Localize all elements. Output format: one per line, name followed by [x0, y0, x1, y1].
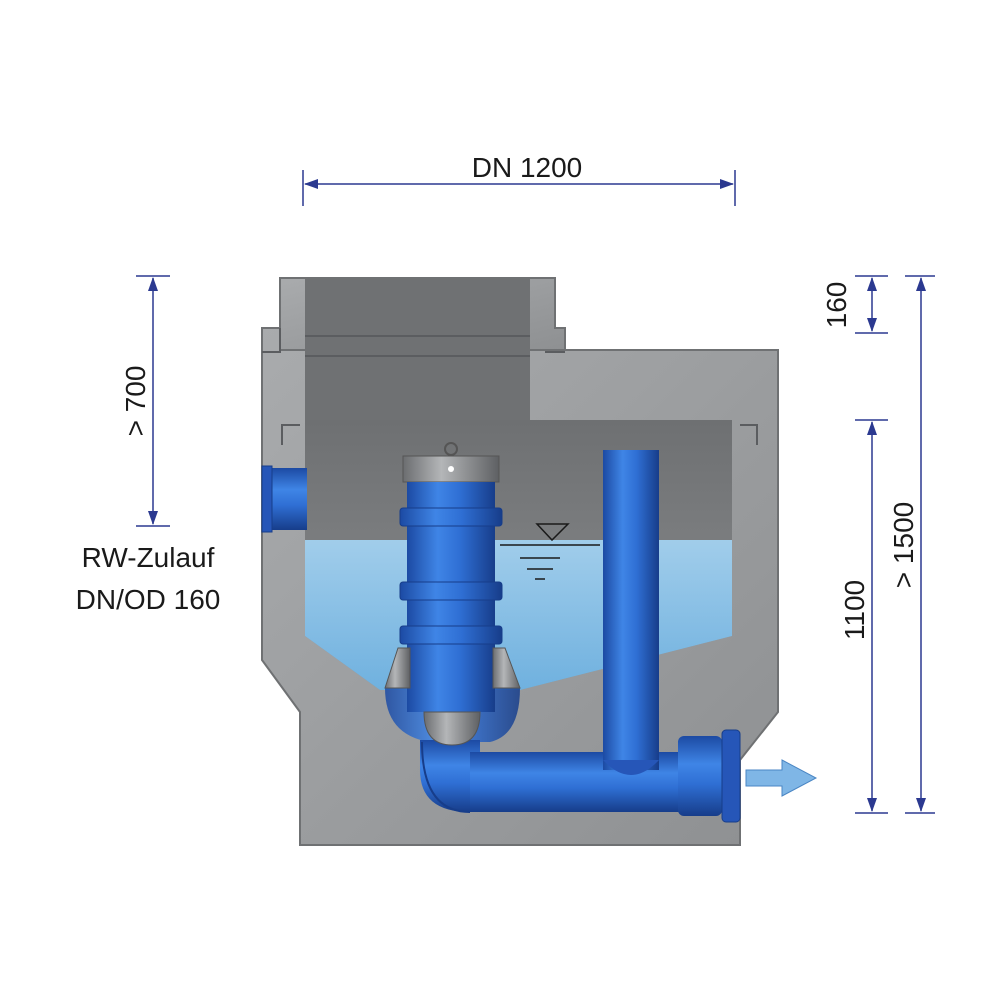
dimension-width: DN 1200 [302, 152, 736, 206]
inlet-label-line1: RW-Zulauf [82, 542, 215, 573]
shaft-neck [305, 278, 530, 420]
ring-height-label: 160 [821, 282, 852, 329]
outlet-pipe [420, 450, 741, 823]
dimension-water-depth: 1100 [839, 419, 888, 814]
water-depth-label: 1100 [839, 580, 870, 640]
dimension-depth-top: > 700 [120, 275, 170, 527]
water-level-symbol [500, 523, 600, 580]
arrow-right-icon [745, 759, 818, 797]
inlet-label-line2: DN/OD 160 [76, 584, 221, 615]
separator-unit [384, 442, 521, 746]
dimension-total-depth: > 1500 [888, 275, 935, 814]
total-depth-label: > 1500 [888, 502, 919, 588]
inlet-pipe [261, 465, 307, 533]
dimension-ring-height: 160 [821, 275, 888, 334]
depth-top-label: > 700 [120, 366, 151, 437]
width-label: DN 1200 [472, 152, 583, 183]
